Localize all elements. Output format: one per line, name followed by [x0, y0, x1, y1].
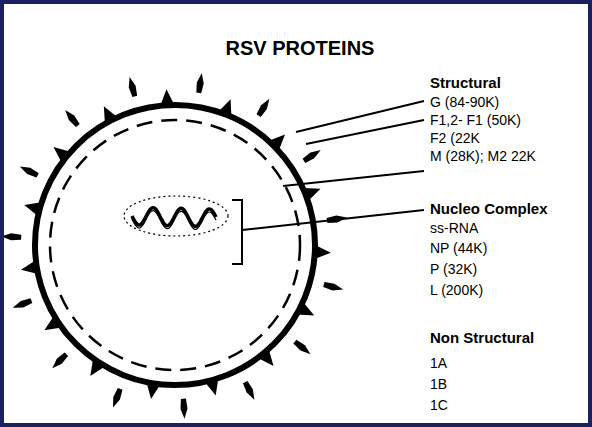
- protein-label: F1,2- F1 (50K): [430, 112, 521, 128]
- glycoprotein-spike: [129, 77, 137, 97]
- protein-label: G (84-90K): [430, 94, 499, 110]
- group-heading: Structural: [430, 74, 501, 91]
- glycoprotein-spike: [196, 73, 203, 93]
- protein-label: 1B: [430, 376, 447, 392]
- page-ground: RSV PROTEINS Structural G (84-90K) F1,2- F1…: [4, 4, 588, 423]
- glycoprotein-spike: [113, 388, 123, 408]
- glycoprotein-spike: [303, 150, 321, 163]
- title: RSV PROTEINS: [226, 37, 375, 60]
- protein-label: L (200K): [430, 282, 483, 298]
- glycoprotein-spike: [65, 110, 80, 127]
- protein-label: F2 (22K: [430, 130, 480, 146]
- leader-line: [242, 210, 424, 230]
- group-heading: Non Structural: [430, 329, 534, 346]
- envelope-ring: [35, 105, 315, 385]
- glycoprotein-spike: [243, 381, 254, 400]
- glycoprotein-spike: [13, 298, 33, 308]
- rna-strand: [132, 211, 216, 230]
- bracket: [232, 200, 242, 264]
- protein-label: NP (44K): [430, 240, 487, 256]
- protein-label: 1A: [430, 355, 447, 371]
- protein-label: M (28K); M2 22K: [430, 148, 536, 164]
- leader-line: [283, 171, 424, 186]
- glycoprotein-spike: [257, 99, 270, 117]
- leader-line: [296, 101, 424, 132]
- glycoprotein-spike: [293, 340, 310, 355]
- glycoprotein-spike: [52, 352, 68, 368]
- leader-line: [306, 120, 424, 144]
- nucleocapsid-outline: [124, 196, 228, 236]
- group-heading: Nucleo Complex: [430, 200, 548, 217]
- protein-label: P (32K): [430, 261, 477, 277]
- matrix-ring: [50, 120, 300, 370]
- glycoprotein-spike: [181, 399, 188, 419]
- glycoprotein-spike: [20, 166, 39, 177]
- rna-strand: [132, 208, 216, 227]
- protein-label: 1C: [430, 397, 448, 413]
- protein-label: ss-RNA: [430, 220, 478, 236]
- glycoprotein-spike: [4, 233, 21, 240]
- glycoprotein-spike: [323, 282, 343, 290]
